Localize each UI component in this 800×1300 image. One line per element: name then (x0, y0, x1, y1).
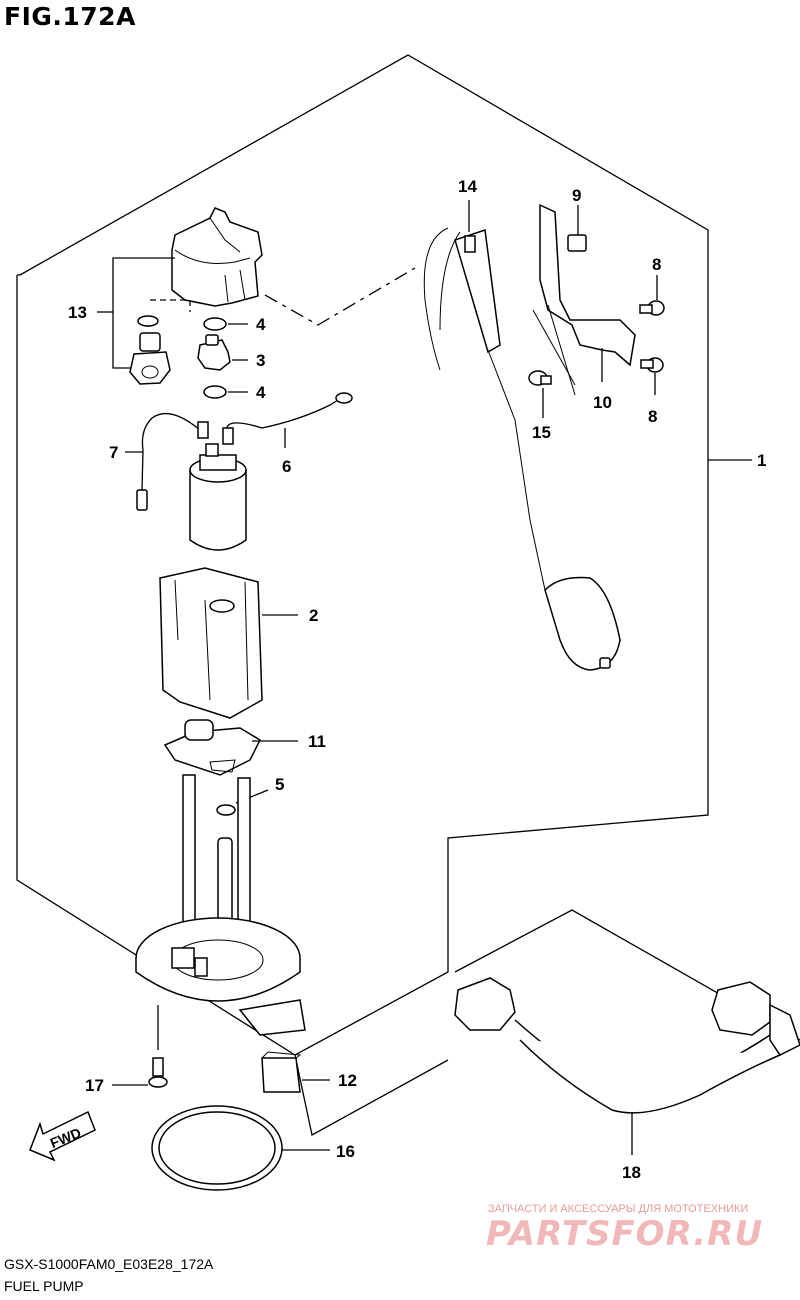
part-14-fuel-level-sender (423, 227, 546, 591)
float (544, 576, 621, 671)
part-7-wire (141, 412, 201, 491)
watermark-logo: PARTSFOR.RU (486, 1214, 764, 1254)
part-13-cap (171, 207, 263, 307)
part-18-fuel-hose (454, 977, 800, 1114)
part13-bracket (112, 257, 175, 369)
watermark-tagline: ЗАПЧАСТИ И АКСЕССУАРЫ ДЛЯ МОТОТЕХНИКИ (488, 1203, 749, 1215)
callout-6: 6 (282, 457, 291, 476)
callout-7: 7 (109, 443, 118, 462)
part-7-terminal (136, 489, 148, 511)
callout-4-lower: 4 (256, 383, 266, 402)
callout-2: 2 (309, 606, 318, 625)
part-10-bracket (532, 203, 636, 396)
dash-line-top (264, 267, 416, 326)
part-13-regulator (129, 332, 171, 385)
part-15-bolt (528, 370, 552, 386)
part-12-cushion (261, 1051, 302, 1093)
callout-13: 13 (68, 303, 87, 322)
part-16-gasket (151, 1105, 283, 1191)
part-6-terminal (335, 392, 353, 404)
part-5-oring (216, 804, 236, 816)
part-4-oring-lower (203, 385, 227, 399)
part-8-bolt-upper (639, 300, 665, 316)
callout-10: 10 (593, 393, 612, 412)
fuel-pump-motor (189, 443, 247, 551)
callout-16: 16 (336, 1142, 355, 1161)
fwd-arrow-icon: FWD (29, 1110, 96, 1162)
footer-diagram-name: FUEL PUMP (4, 1278, 84, 1294)
part-11-filter (163, 719, 261, 776)
callout-18: 18 (622, 1163, 641, 1182)
part-8-bolt-lower (640, 357, 664, 373)
part-3-valve (197, 334, 231, 371)
pump-flange (135, 917, 306, 1036)
assembly-outline (16, 54, 709, 1056)
part-2-pump-holder (159, 567, 263, 719)
callout-8-upper: 8 (652, 255, 661, 274)
part-17-bolt (148, 1057, 168, 1088)
callout-15: 15 (532, 423, 551, 442)
callout-12: 12 (338, 1071, 357, 1090)
part-9-clip (567, 234, 587, 252)
callout-1: 1 (757, 451, 766, 470)
callout-17: 17 (85, 1076, 104, 1095)
callout-4-upper: 4 (256, 315, 266, 334)
figure-title: FIG.172A (4, 2, 136, 31)
callout-5: 5 (275, 775, 284, 794)
callout-8-lower: 8 (648, 407, 657, 426)
callout-14: 14 (458, 177, 477, 196)
part-4-oring-upper (203, 317, 227, 331)
part-6-wire (226, 399, 339, 436)
callout-3: 3 (256, 351, 265, 370)
callout-11: 11 (308, 732, 326, 751)
part-13-oring (137, 315, 159, 327)
footer-diagram-code: GSX-S1000FAM0_E03E28_172A (4, 1256, 214, 1272)
part18-outline-lower (294, 1054, 449, 1136)
callout-9: 9 (572, 186, 581, 205)
